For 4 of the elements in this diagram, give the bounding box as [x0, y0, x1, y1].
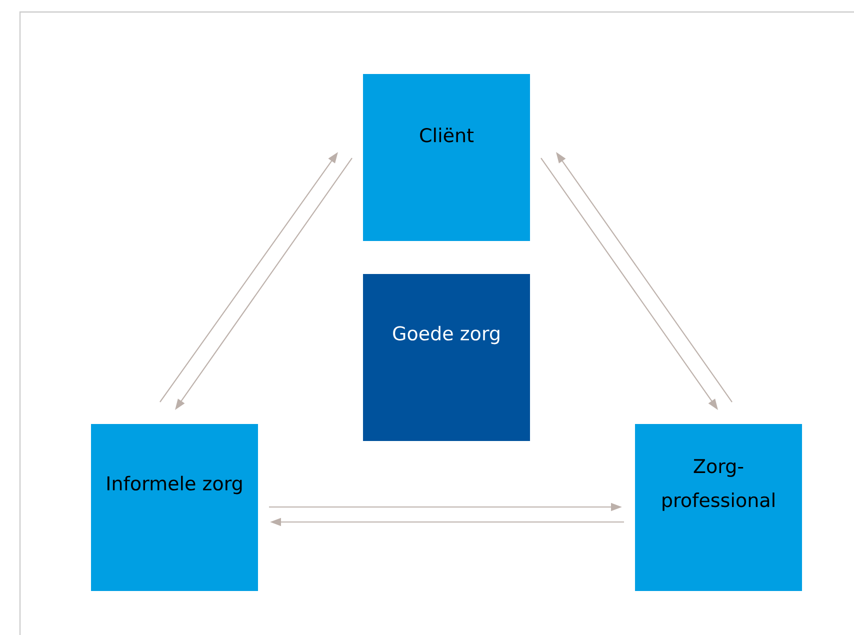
concept-box: Zorg-professional [635, 424, 802, 591]
concept-box: Goede zorg [363, 274, 530, 441]
concept-box: Cliënt [363, 74, 530, 241]
concept-box: Informele zorg [91, 424, 258, 591]
